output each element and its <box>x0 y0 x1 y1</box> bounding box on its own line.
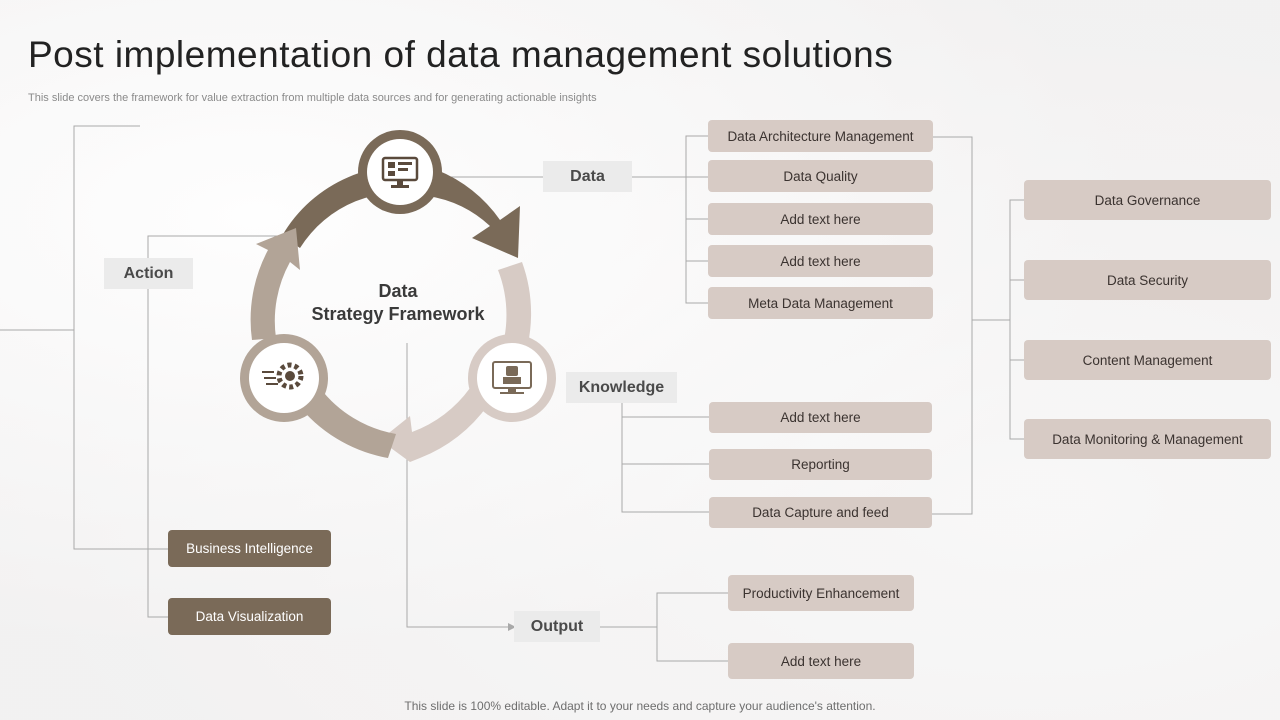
knowledge-item: Add text here <box>709 402 932 433</box>
page-title: Post implementation of data management s… <box>28 34 894 75</box>
output-item: Productivity Enhancement <box>728 575 914 611</box>
knowledge-item: Data Capture and feed <box>709 497 932 528</box>
governance-item: Content Management <box>1024 340 1271 380</box>
data-item: Meta Data Management <box>708 287 933 319</box>
label-action: Action <box>104 258 193 289</box>
data-item: Add text here <box>708 203 933 235</box>
robot-monitor-icon <box>468 334 556 427</box>
governance-item: Data Monitoring & Management <box>1024 419 1271 459</box>
action-item: Business Intelligence <box>168 530 331 567</box>
gear-speed-icon <box>240 334 328 427</box>
label-knowledge: Knowledge <box>566 372 677 403</box>
framework-title-line1: Data <box>378 281 418 301</box>
data-item: Data Quality <box>708 160 933 192</box>
label-data: Data <box>543 161 632 192</box>
framework-title-line2: Strategy Framework <box>311 304 485 324</box>
action-item: Data Visualization <box>168 598 331 635</box>
framework-title: Data Strategy Framework <box>296 280 500 326</box>
governance-item: Data Security <box>1024 260 1271 300</box>
knowledge-item: Reporting <box>709 449 932 480</box>
label-output: Output <box>514 611 600 642</box>
footer-note: This slide is 100% editable. Adapt it to… <box>404 699 876 713</box>
data-item: Data Architecture Management <box>708 120 933 152</box>
governance-item: Data Governance <box>1024 180 1271 220</box>
data-item: Add text here <box>708 245 933 277</box>
dashboard-monitor-icon <box>358 130 442 219</box>
page-subtitle: This slide covers the framework for valu… <box>28 92 597 104</box>
output-item: Add text here <box>728 643 914 679</box>
